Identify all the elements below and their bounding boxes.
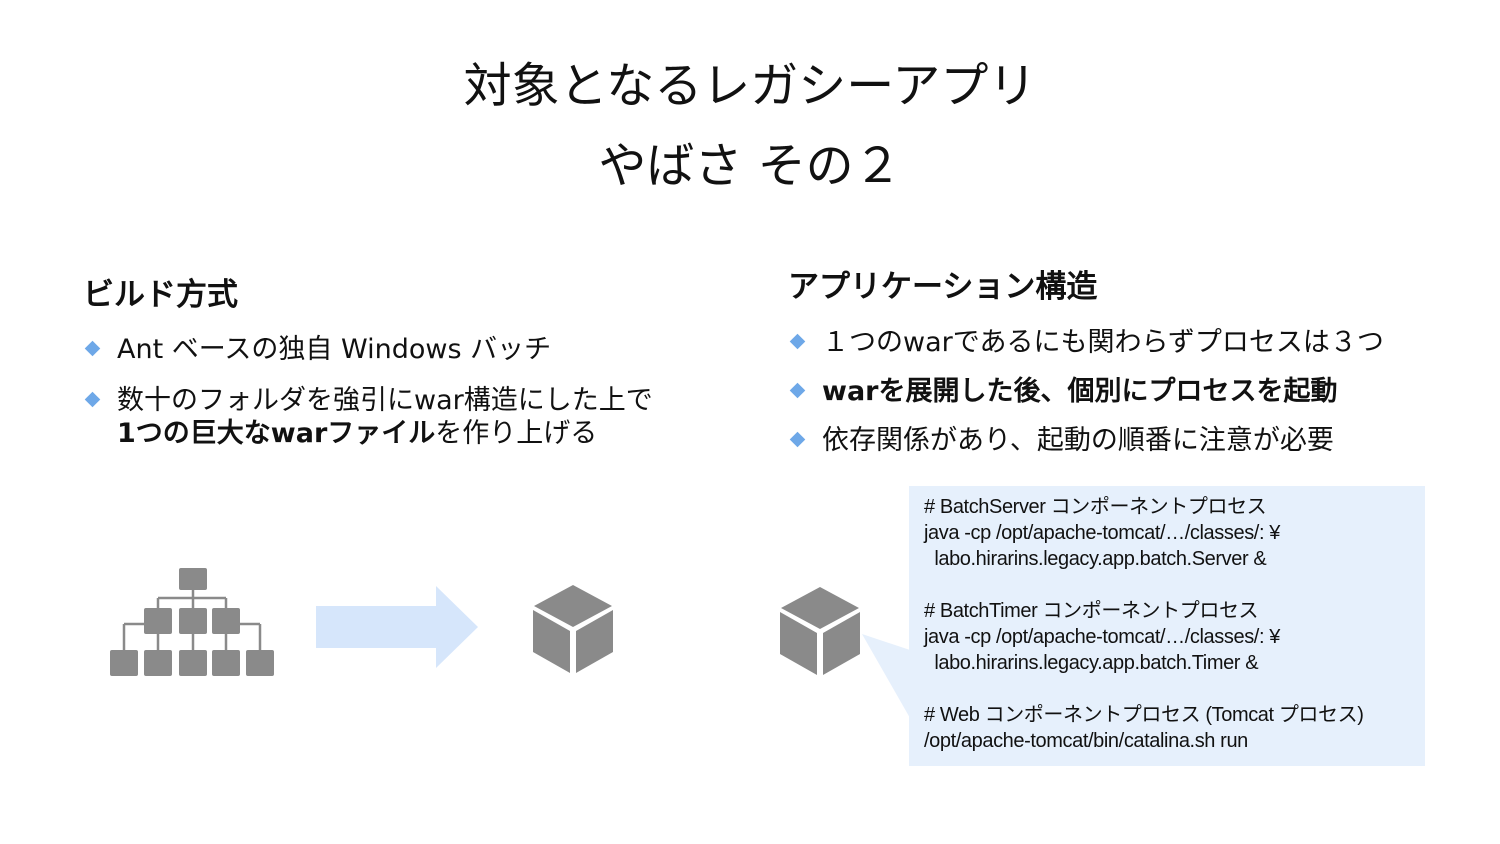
package-cube-icon	[533, 585, 613, 673]
code-line: # BatchServer コンポーネントプロセス	[924, 496, 1267, 518]
bullet-diamond-icon	[84, 340, 101, 357]
process-code-text: # BatchServer コンポーネントプロセス java -cp /opt/a…	[924, 494, 1364, 754]
build-method-list: Ant ベースの独自 Windows バッチ 数十のフォルダを強引にwar構造に…	[83, 333, 723, 450]
callout-pointer	[862, 634, 910, 718]
code-line: # Web コンポーネントプロセス (Tomcat プロセス)	[924, 704, 1364, 726]
build-method-heading: ビルド方式	[83, 277, 238, 313]
list-item: 依存関係があり、起動の順番に注意が必要	[788, 424, 1468, 457]
package-cube-icon	[780, 587, 860, 675]
bullet-diamond-icon	[789, 382, 806, 399]
bullet-diamond-icon	[789, 431, 806, 448]
app-structure-heading: アプリケーション構造	[788, 269, 1098, 305]
code-line: labo.hirarins.legacy.app.batch.Timer &	[924, 652, 1259, 674]
slide-title-line2: やばさ その２	[598, 138, 902, 194]
app-structure-list: １つのwarであるにも関わらずプロセスは３つ warを展開した後、個別にプロセス…	[788, 326, 1468, 457]
folder-tree-icon	[110, 568, 274, 676]
list-item: １つのwarであるにも関わらずプロセスは３つ	[788, 326, 1468, 359]
code-line	[924, 676, 1364, 702]
code-line: labo.hirarins.legacy.app.batch.Server &	[924, 548, 1267, 570]
code-line	[924, 572, 1364, 598]
bullet-diamond-icon	[789, 333, 806, 350]
code-line: # BatchTimer コンポーネントプロセス	[924, 600, 1259, 622]
code-line: /opt/apache-tomcat/bin/catalina.sh run	[924, 730, 1248, 752]
bullet-diamond-icon	[84, 391, 101, 408]
code-line: java -cp /opt/apache-tomcat/…/classes/: …	[924, 522, 1280, 544]
slide-title-line1: 対象となるレガシーアプリ	[463, 58, 1037, 114]
list-item: 数十のフォルダを強引にwar構造にした上で 1つの巨大なwarファイルを作り上げ…	[83, 384, 723, 450]
list-item: Ant ベースの独自 Windows バッチ	[83, 333, 723, 366]
list-item: warを展開した後、個別にプロセスを起動	[788, 375, 1468, 408]
right-arrow-icon	[316, 586, 478, 668]
war-file-emphasis: 1つの巨大なwarファイル	[117, 418, 436, 449]
process-code-box: # BatchServer コンポーネントプロセス java -cp /opt/a…	[909, 486, 1425, 766]
code-line: java -cp /opt/apache-tomcat/…/classes/: …	[924, 626, 1280, 648]
